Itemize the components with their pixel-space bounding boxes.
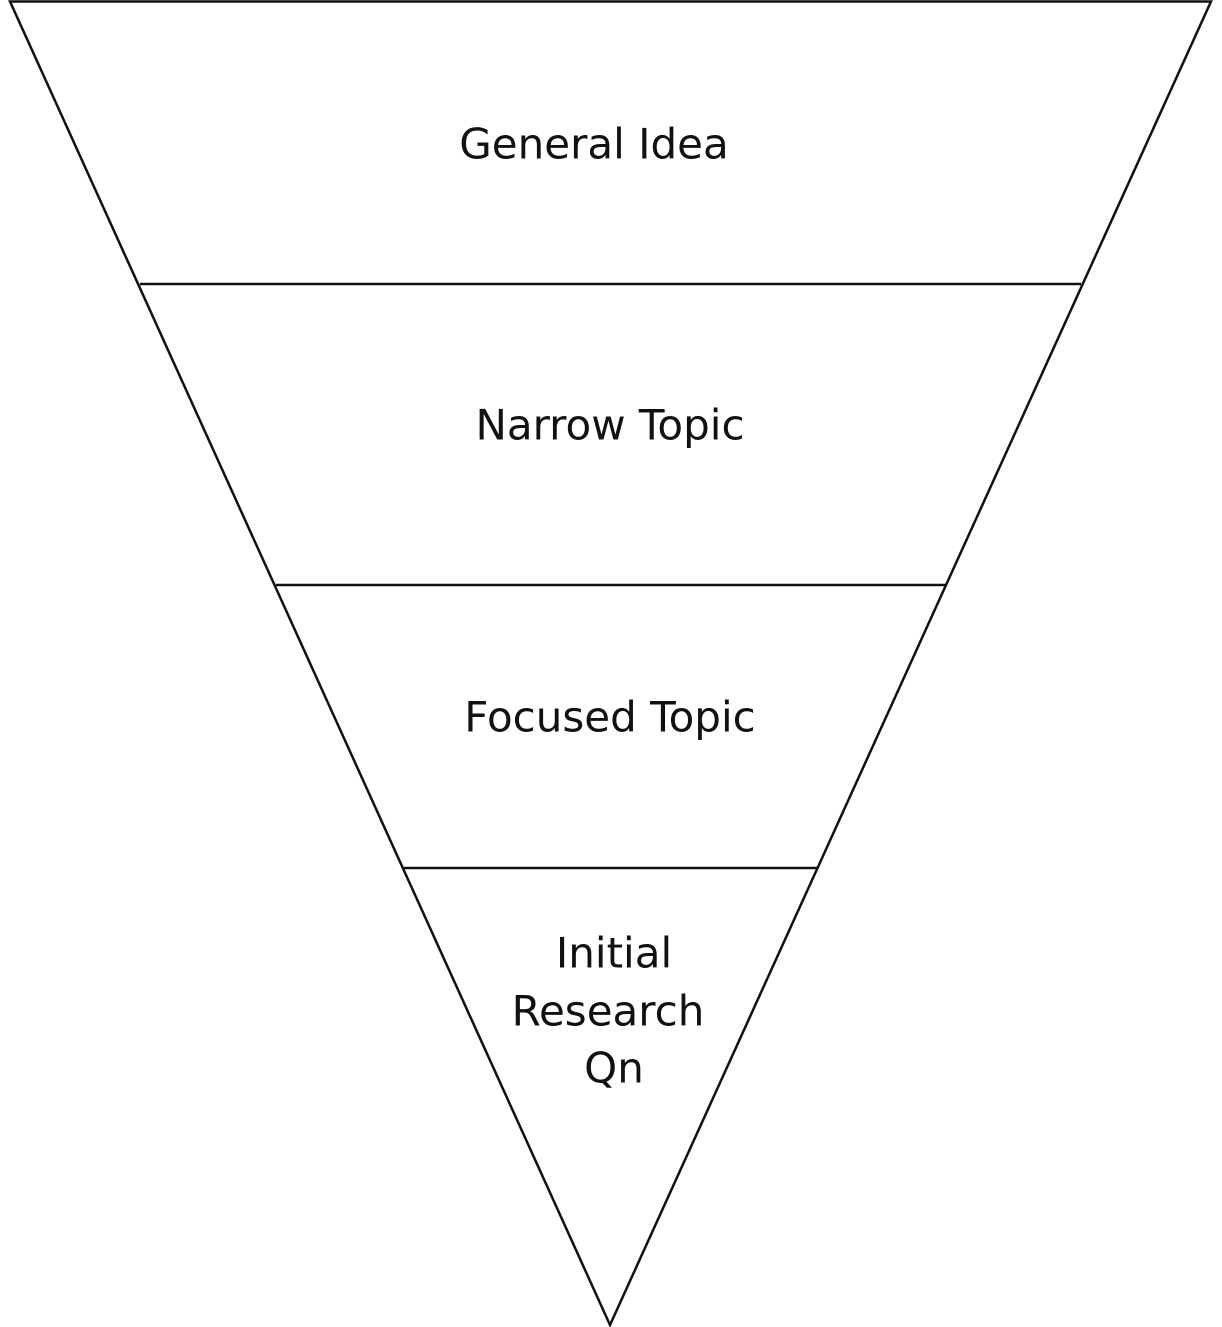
level-focused-topic: Focused Topic [464, 693, 755, 742]
level-initial-research-qn-line3: Qn [584, 1044, 644, 1093]
funnel-outline [8, 0, 1213, 1327]
level-narrow-topic: Narrow Topic [475, 401, 744, 450]
level-initial-research-qn-line1: Initial [556, 929, 672, 978]
level-general-idea: General Idea [459, 120, 729, 169]
level-initial-research-qn-line2: Research [512, 987, 705, 1036]
